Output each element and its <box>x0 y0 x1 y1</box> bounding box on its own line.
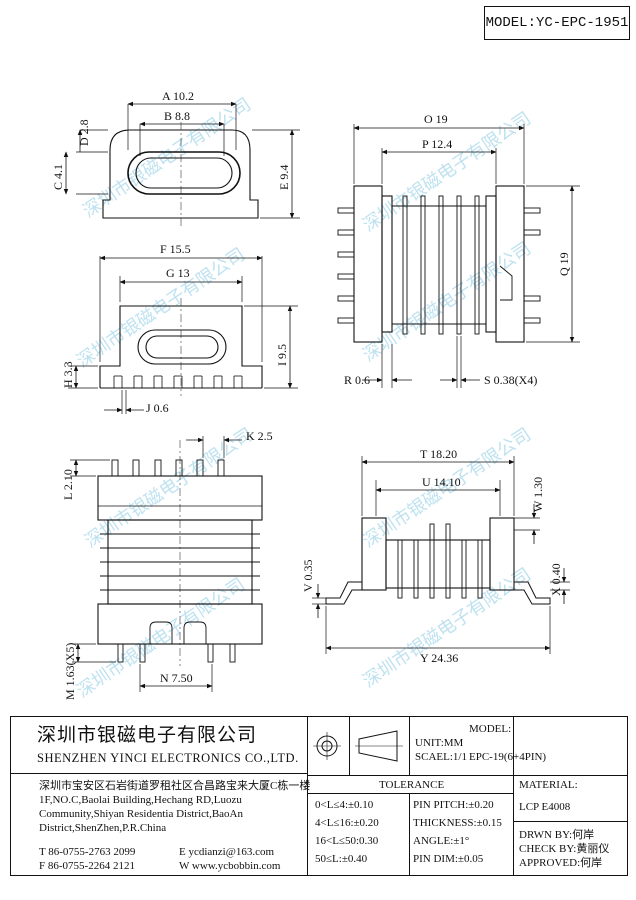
model-value: EPC-19(6+4PIN) <box>469 751 547 763</box>
dim-k: K 2.5 <box>246 429 273 443</box>
dim-y: Y 24.36 <box>420 651 458 665</box>
tolerance-pin-dim: PIN DIM:±0.05 <box>413 853 484 865</box>
email: E ycdianzi@163.com <box>179 846 275 858</box>
view-front <box>68 255 298 414</box>
company-name-en: SHENZHEN YINCI ELECTRONICS CO.,LTD. <box>37 751 299 765</box>
dim-w: W 1.30 <box>531 477 545 512</box>
fax: F 86-0755-2264 2121 <box>39 860 135 872</box>
dim-i: I 9.5 <box>275 344 289 366</box>
tolerance-heading: TOLERANCE <box>379 779 445 791</box>
dim-a: A 10.2 <box>162 89 194 103</box>
dim-g: G 13 <box>166 266 190 280</box>
address-line-1: 深圳市宝安区石岩街道罗租社区合昌路宝来大厦C栋一楼 <box>39 780 311 792</box>
dim-l: L 2.10 <box>61 469 75 500</box>
dim-v: V 0.35 <box>301 560 315 592</box>
model-label: MODEL:YC-EPC-1951 <box>485 15 629 31</box>
material-value: LCP E4008 <box>519 801 571 813</box>
dim-b: B 8.8 <box>164 109 190 123</box>
address-line-3: Community,Shiyan Residentia District,Bao… <box>39 808 243 820</box>
tolerance-angle: ANGLE:±1° <box>413 835 470 847</box>
dim-x: X 0.40 <box>549 563 563 596</box>
watermark-2: 深圳市银磁电子有限公司 <box>359 108 535 236</box>
company-name-cn: 深圳市银磁电子有限公司 <box>37 724 258 746</box>
projection-symbol-circles <box>313 732 341 760</box>
model-label-box: MODEL:YC-EPC-1951 <box>484 6 630 40</box>
view-top <box>63 101 300 226</box>
tolerance-row-2: 4<L≤16:±0.20 <box>315 817 379 829</box>
website: W www.ycbobbin.com <box>179 860 281 872</box>
dim-f: F 15.5 <box>160 242 191 256</box>
dim-j: J 0.6 <box>146 401 169 415</box>
dim-u: U 14.10 <box>422 475 461 489</box>
tolerance-row-4: 50≤L:±0.40 <box>315 853 368 865</box>
material-heading: MATERIAL: <box>519 779 578 791</box>
watermark-3: 深圳市银磁电子有限公司 <box>73 244 249 372</box>
title-block: 深圳市银磁电子有限公司 SHENZHEN YINCI ELECTRONICS C… <box>10 716 628 876</box>
address-line-2: 1F,NO.C,Baolai Building,Hechang RD,Luozu <box>39 794 242 806</box>
view-bottom-left <box>70 436 263 692</box>
dim-c: C 4.1 <box>51 164 65 190</box>
tolerance-thickness: THICKNESS:±0.15 <box>413 817 502 829</box>
dim-q: Q 19 <box>557 252 571 276</box>
drawn-by: DRWN BY:何岸 <box>519 829 595 841</box>
tel: T 86-0755-2763 2099 <box>39 846 136 858</box>
address-line-4: District,ShenZhen,P.R.China <box>39 822 167 834</box>
dim-d: D 2.8 <box>77 119 91 146</box>
approved-by: APPROVED:何岸 <box>519 857 603 869</box>
unit: UNIT:MM <box>415 737 464 749</box>
dim-t: T 18.20 <box>420 447 457 461</box>
scale: SCAEL:1/1 <box>415 751 467 763</box>
view-side <box>337 124 580 388</box>
dim-n: N 7.50 <box>160 671 193 685</box>
dim-r: R 0.6 <box>344 373 370 387</box>
dim-e: E 9.4 <box>277 165 291 190</box>
dim-m: M 1.63(X5) <box>63 643 77 700</box>
check-by: CHECK BY:黄丽仪 <box>519 843 610 855</box>
projection-symbol-cone <box>355 730 403 762</box>
model-heading: MODEL: <box>469 723 512 735</box>
tolerance-pin-pitch: PIN PITCH:±0.20 <box>413 799 494 811</box>
dim-p: P 12.4 <box>422 137 452 151</box>
watermark-5: 深圳市银磁电子有限公司 <box>81 424 257 552</box>
tolerance-row-1: 0<L≤4:±0.10 <box>315 799 374 811</box>
watermark-4: 深圳市银磁电子有限公司 <box>359 238 535 366</box>
tolerance-row-3: 16<L≤50:0.30 <box>315 835 379 847</box>
watermark-8: 深圳市银磁电子有限公司 <box>359 564 535 692</box>
dim-s: S 0.38(X4) <box>484 373 537 387</box>
dim-o: O 19 <box>424 112 448 126</box>
view-bottom-right <box>312 456 570 654</box>
dim-h: H 3.3 <box>61 361 75 388</box>
